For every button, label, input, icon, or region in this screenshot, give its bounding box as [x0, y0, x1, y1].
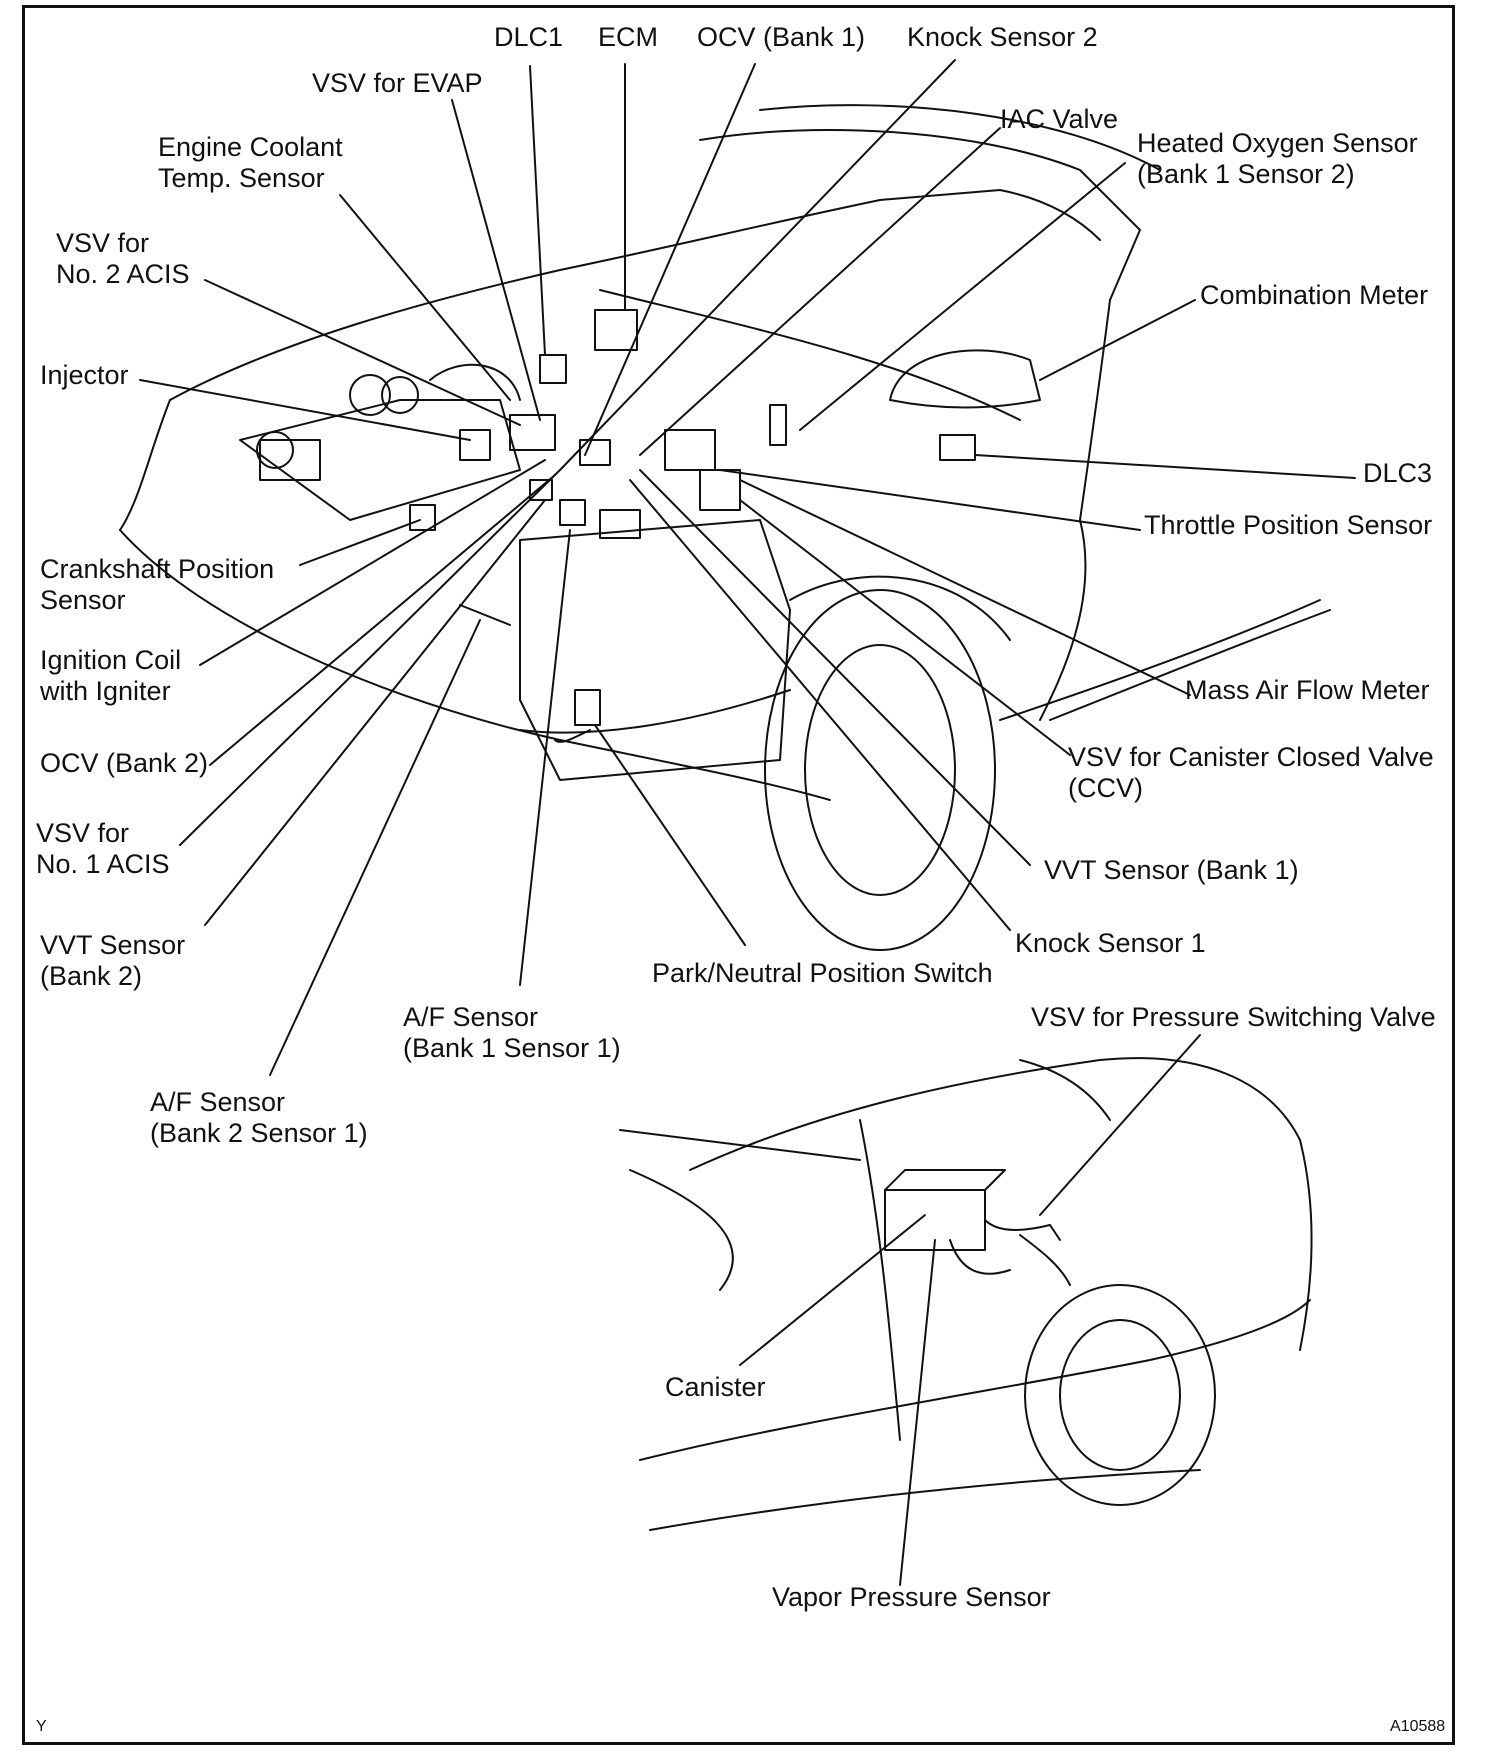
label-vvt-bank2-line2: (Bank 2) — [40, 961, 143, 991]
leader-acis2 — [204, 279, 521, 426]
label-crankshaft-line1: Crankshaft Position — [40, 554, 275, 584]
label-vsv-acis1-line2: No. 1 ACIS — [36, 849, 170, 879]
rear-wheel — [1024, 1284, 1216, 1506]
leader-ks1 — [629, 479, 1011, 931]
label-vsv-acis1-line1: VSV for — [36, 818, 130, 848]
hood-outline — [169, 189, 1101, 401]
corner-mark-right: A10588 — [1390, 1718, 1446, 1735]
label-dlc3: DLC3 — [1363, 458, 1433, 488]
label-af-bank1: A/F Sensor (Bank 1 Sensor 1) — [403, 1002, 621, 1064]
leader-tps — [719, 469, 1141, 531]
label-combination-meter: Combination Meter — [1200, 280, 1429, 310]
leader-ho2 — [799, 162, 1126, 431]
label-knock-sensor-1: Knock Sensor 1 — [1015, 928, 1206, 958]
windshield-outline — [699, 129, 1141, 301]
label-heated-o2: Heated Oxygen Sensor (Bank 1 Sensor 2) — [1137, 128, 1418, 190]
label-vsv-acis2: VSV for No. 2 ACIS — [56, 228, 190, 290]
label-ignition-coil-line1: Ignition Coil — [40, 645, 182, 675]
leader-afb2 — [269, 619, 481, 1076]
label-ecm: ECM — [598, 22, 658, 52]
engine-block — [519, 519, 791, 781]
leader-ign — [199, 459, 546, 666]
label-heated-o2-line1: Heated Oxygen Sensor — [1137, 128, 1418, 158]
leader-vvt1 — [639, 469, 1031, 866]
dlc1-box — [539, 354, 567, 384]
leader-acis1 — [179, 469, 561, 846]
leader-canister — [739, 1214, 926, 1366]
label-vsv-pressure: VSV for Pressure Switching Valve — [1031, 1002, 1436, 1032]
label-engine-coolant-line1: Engine Coolant — [158, 132, 343, 162]
label-vsv-acis1: VSV for No. 1 ACIS — [36, 818, 170, 880]
label-park-neutral: Park/Neutral Position Switch — [652, 958, 993, 988]
combination-meter-shape — [889, 349, 1041, 409]
label-mass-air-flow: Mass Air Flow Meter — [1185, 675, 1430, 705]
leader-vsv-pressure — [1039, 1034, 1201, 1216]
leader-afb1 — [519, 529, 571, 986]
roof-line — [759, 104, 1161, 171]
label-vsv-ccv-line1: VSV for Canister Closed Valve — [1068, 742, 1434, 772]
leader-crank — [299, 519, 421, 566]
label-knock-sensor-2: Knock Sensor 2 — [907, 22, 1098, 52]
leader-ks2 — [559, 59, 956, 471]
label-ignition-coil-line2: with Igniter — [40, 676, 171, 706]
leader-dlc1 — [529, 65, 546, 356]
label-injector: Injector — [40, 360, 129, 390]
label-heated-o2-line2: (Bank 1 Sensor 2) — [1137, 159, 1355, 189]
label-ocv-bank2: OCV (Bank 2) — [40, 748, 209, 778]
label-vapor-pressure: Vapor Pressure Sensor — [772, 1582, 1051, 1612]
label-vsv-acis2-line2: No. 2 ACIS — [56, 259, 190, 289]
leader-ect — [339, 194, 511, 401]
leader-combo — [1039, 299, 1196, 381]
label-af-bank1-line2: (Bank 1 Sensor 1) — [403, 1033, 621, 1063]
label-canister: Canister — [665, 1372, 766, 1402]
label-vsv-evap: VSV for EVAP — [312, 68, 483, 98]
leader-injector — [139, 379, 471, 441]
label-vvt-bank1: VVT Sensor (Bank 1) — [1044, 855, 1299, 885]
label-vvt-bank2: VVT Sensor (Bank 2) — [40, 930, 185, 992]
label-throttle-position: Throttle Position Sensor — [1144, 510, 1433, 540]
leader-vapor — [899, 1239, 936, 1586]
label-vsv-ccv: VSV for Canister Closed Valve (CCV) — [1068, 742, 1434, 804]
label-iac-valve: IAC Valve — [1000, 104, 1119, 134]
leader-ocv1 — [584, 63, 756, 456]
label-ignition-coil: Ignition Coil with Igniter — [40, 645, 181, 707]
label-crankshaft-line2: Sensor — [40, 585, 126, 615]
leader-pnp — [594, 724, 746, 946]
ecm-box — [594, 309, 638, 351]
leader-dlc3 — [974, 454, 1356, 479]
leader-maf — [739, 479, 1191, 696]
label-ocv-bank1: OCV (Bank 1) — [697, 22, 866, 52]
label-af-bank2-line1: A/F Sensor — [150, 1087, 286, 1117]
leader-iac — [639, 127, 1001, 456]
label-engine-coolant: Engine Coolant Temp. Sensor — [158, 132, 343, 194]
label-engine-coolant-line2: Temp. Sensor — [158, 163, 325, 193]
label-af-bank2-line2: (Bank 2 Sensor 1) — [150, 1118, 368, 1148]
label-crankshaft: Crankshaft Position Sensor — [40, 554, 274, 616]
diagram-frame — [22, 5, 1455, 1745]
leader-ccv — [739, 499, 1071, 756]
label-dlc1: DLC1 — [494, 22, 564, 52]
corner-mark-left: Y — [36, 1718, 47, 1735]
rear-car-body — [619, 1129, 861, 1161]
label-af-bank1-line1: A/F Sensor — [403, 1002, 539, 1032]
front-wheel — [764, 589, 996, 951]
leader-ocv2 — [209, 474, 556, 766]
leader-vvt2 — [204, 499, 546, 926]
label-vsv-acis2-line1: VSV for — [56, 228, 150, 258]
label-vvt-bank2-line1: VVT Sensor — [40, 930, 186, 960]
label-vsv-ccv-line2: (CCV) — [1068, 773, 1143, 803]
leader-evap — [451, 99, 541, 421]
label-af-bank2: A/F Sensor (Bank 2 Sensor 1) — [150, 1087, 368, 1149]
